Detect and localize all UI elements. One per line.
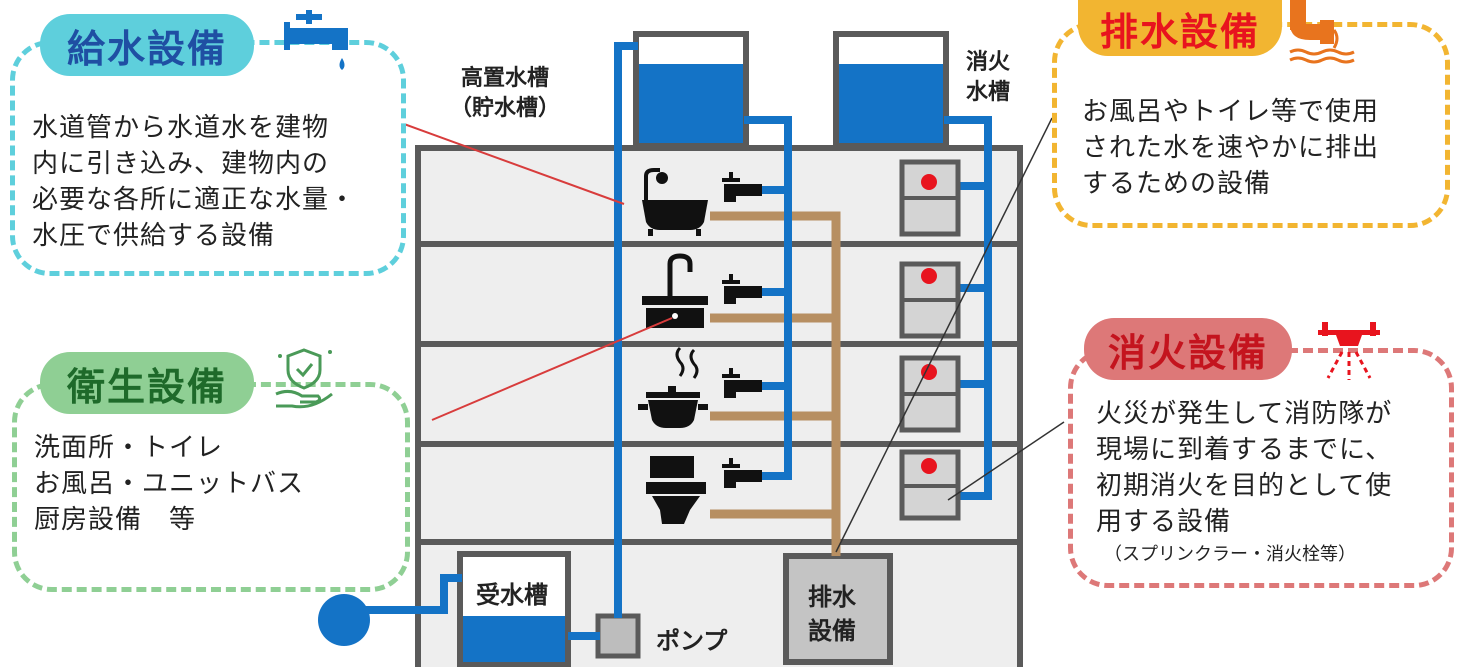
fire-text: 火災が発生して消防隊が 現場に到着するまでに、 初期消火を目的として使 用する設… xyxy=(1096,399,1393,537)
faucet-icon xyxy=(284,10,348,70)
pump-label: ポンプ xyxy=(656,627,728,655)
fire-note: （スプリンクラー・消火栓等） xyxy=(1104,544,1356,565)
sanitary-text: 洗面所・トイレ お風呂・ユニットバス 厨房設備 等 xyxy=(34,433,305,535)
faucet-icon xyxy=(722,172,762,202)
water-supply-pipes xyxy=(344,42,792,640)
fire-hydrant-icon xyxy=(899,449,961,521)
bathtub-icon xyxy=(642,168,708,236)
elevated-water-tank xyxy=(633,31,749,149)
leader-line-water-supply xyxy=(403,123,625,205)
leader-line-drainage xyxy=(835,117,1053,553)
water-supply-box xyxy=(10,40,406,276)
sprinkler-icon xyxy=(1318,322,1380,380)
leader-line-sanitary xyxy=(431,317,673,421)
receiving-tank-label: 受水槽 xyxy=(476,581,548,609)
drainage-title: 排水設備 xyxy=(1078,0,1282,56)
sanitary-box xyxy=(12,382,410,592)
receiving-tank xyxy=(457,551,571,667)
water-supply-text: 水道管から水道水を建物 内に引き込み、建物内の 必要な各所に適正な水量・ 水圧で… xyxy=(32,113,357,251)
sanitary-title: 衛生設備 xyxy=(40,352,254,414)
faucet-icon xyxy=(722,274,762,304)
shield-hand-icon xyxy=(275,348,333,409)
drainage-box xyxy=(1052,22,1450,228)
water-supply-title: 給水設備 xyxy=(40,14,254,76)
fire-supply-pipes xyxy=(944,116,992,500)
faucet-icon xyxy=(722,368,762,398)
elevated-tank-label: 高置水槽 （貯水槽） xyxy=(450,66,561,121)
fire-water-tank xyxy=(833,31,949,149)
leader-line-fire xyxy=(947,421,1065,501)
fire-title: 消火設備 xyxy=(1084,318,1292,380)
fire-hydrant-icon xyxy=(899,159,961,237)
pump-box xyxy=(595,613,641,659)
fire-hydrant-icon xyxy=(899,355,961,433)
pot-icon xyxy=(638,346,708,428)
drainage-text: お風呂やトイレ等で使用 された水を速やかに排出 するための設備 xyxy=(1082,97,1380,199)
drain-pipes xyxy=(710,211,841,556)
fire-tank-label: 消火 水槽 xyxy=(966,50,1011,105)
drain-equipment-box xyxy=(783,553,893,665)
drain-pipe-icon xyxy=(1289,0,1355,64)
toilet-icon xyxy=(646,456,706,524)
faucet-icon xyxy=(722,458,762,488)
drain-equipment-label: 排水 設備 xyxy=(808,583,856,645)
water-main-icon xyxy=(318,594,370,646)
